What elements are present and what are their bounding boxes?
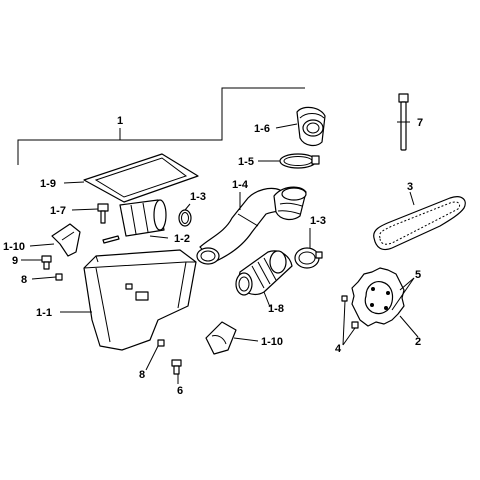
callout-1-4: 1-4 bbox=[232, 179, 249, 191]
part-sprocket bbox=[351, 267, 405, 327]
part-clip-nut-upper bbox=[55, 273, 63, 281]
part-bracket-upper bbox=[51, 223, 81, 257]
callout-3: 3 bbox=[407, 181, 413, 193]
part-cable-tie bbox=[398, 93, 409, 151]
part-connector-boot bbox=[235, 250, 293, 296]
part-air-box bbox=[83, 249, 197, 351]
part-bolt-1-7 bbox=[97, 203, 109, 224]
part-bolt-6 bbox=[171, 359, 182, 375]
callout-5: 5 bbox=[415, 269, 421, 281]
callout-6: 6 bbox=[177, 385, 183, 397]
callout-7: 7 bbox=[417, 117, 423, 129]
callout-1-2: 1-2 bbox=[174, 233, 190, 245]
part-drive-chain bbox=[373, 196, 466, 251]
part-bracket-lower bbox=[205, 321, 237, 355]
leader-lines bbox=[21, 121, 419, 384]
part-clamp-lower bbox=[294, 247, 323, 269]
callout-1-10-upper: 1-10 bbox=[3, 241, 25, 253]
callout-1-7: 1-7 bbox=[50, 205, 66, 217]
part-intake-hose bbox=[196, 186, 307, 265]
part-elbow-duct bbox=[296, 106, 326, 147]
callout-4: 4 bbox=[335, 343, 342, 355]
part-filter-element bbox=[102, 199, 167, 244]
part-small-clamp-upper bbox=[178, 209, 192, 227]
callout-2: 2 bbox=[415, 336, 421, 348]
callout-1-1: 1-1 bbox=[36, 307, 52, 319]
callout-1-10-lower: 1-10 bbox=[261, 336, 283, 348]
callout-9: 9 bbox=[12, 255, 18, 267]
callout-8-upper: 8 bbox=[21, 274, 27, 286]
assembly-bracket-1 bbox=[17, 87, 305, 165]
callout-1-3-lower: 1-3 bbox=[310, 215, 326, 227]
part-clip-nut-lower bbox=[157, 339, 165, 347]
callout-8-lower: 8 bbox=[139, 369, 145, 381]
part-hose-clamp-upper bbox=[279, 153, 320, 169]
callout-1-3-upper: 1-3 bbox=[190, 191, 206, 203]
callout-1-9: 1-9 bbox=[40, 178, 56, 190]
callout-1-8: 1-8 bbox=[268, 303, 284, 315]
callout-1-5: 1-5 bbox=[238, 156, 254, 168]
callout-1: 1 bbox=[117, 115, 123, 127]
part-screw-9 bbox=[41, 255, 52, 270]
callout-labels: 1 1-6 7 1-5 1-9 1-3 1-4 3 1-7 1-2 1-3 1-… bbox=[3, 115, 423, 397]
part-lid-gasket bbox=[83, 153, 199, 203]
callout-1-6: 1-6 bbox=[254, 123, 270, 135]
